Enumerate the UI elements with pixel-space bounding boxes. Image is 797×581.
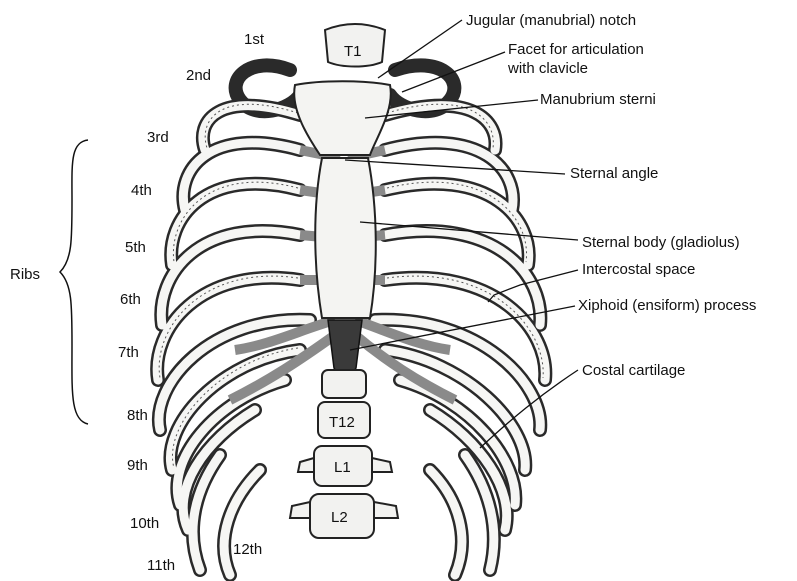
vertebra-label-t1: T1 (344, 43, 362, 60)
rib-label-9th: 9th (127, 457, 148, 474)
vertebra-label-l2: L2 (331, 509, 348, 526)
label-sternal-body: Sternal body (gladiolus) (582, 234, 740, 251)
vertebra-label-t12: T12 (329, 414, 355, 431)
label-jugular-notch: Jugular (manubrial) notch (466, 12, 636, 29)
rib-label-1st: 1st (244, 31, 265, 48)
sternal-body (315, 158, 376, 318)
rib-label-6th: 6th (120, 291, 141, 308)
label-costal-cartilage: Costal cartilage (582, 362, 685, 379)
xiphoid-process (328, 320, 362, 376)
rib-label-12th: 12th (233, 541, 262, 558)
rib-label-7th: 7th (118, 344, 139, 361)
label-sternal-angle: Sternal angle (570, 165, 658, 182)
label-intercostal-space: Intercostal space (582, 261, 695, 278)
vertebra-label-l1: L1 (334, 459, 351, 476)
manubrium (294, 81, 391, 155)
rib-label-11th: 11th (147, 557, 175, 574)
rib-label-10th: 10th (130, 515, 159, 532)
ribs-left (157, 65, 310, 575)
ribs-group-label: Ribs (10, 266, 40, 283)
rib-label-8th: 8th (127, 407, 148, 424)
label-facet-line1: Facet for articulation (508, 41, 644, 58)
rib-label-4th: 4th (131, 182, 152, 199)
label-facet-line2: with clavicle (507, 60, 588, 77)
rib-label-3rd: 3rd (147, 129, 169, 146)
ribs-right (375, 65, 545, 575)
rib-label-5th: 5th (125, 239, 146, 256)
ribs-brace (60, 140, 88, 424)
label-xiphoid-process: Xiphoid (ensiform) process (578, 297, 756, 314)
label-manubrium: Manubrium sterni (540, 91, 656, 108)
rib-label-2nd: 2nd (186, 67, 211, 84)
